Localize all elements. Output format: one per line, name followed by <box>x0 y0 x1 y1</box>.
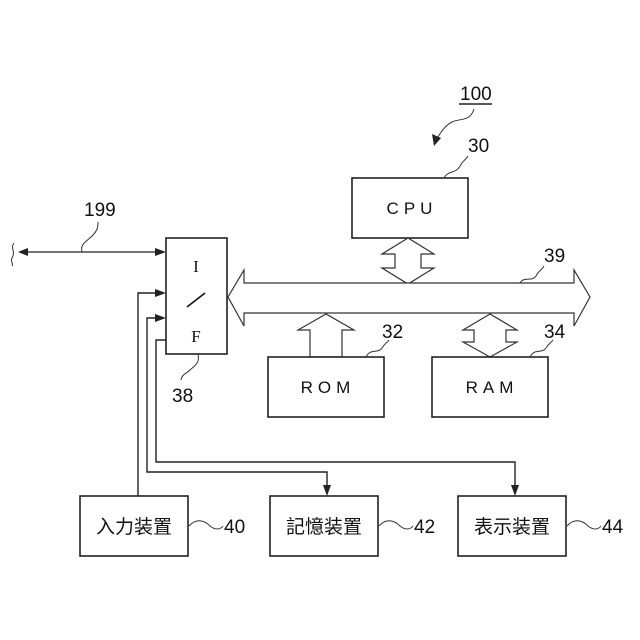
display-device-block: 表示装置 44 <box>458 496 624 556</box>
system-ref-label: 100 <box>460 84 492 105</box>
rom-ref: 32 <box>382 322 403 343</box>
rom-bus-arrow <box>298 314 354 357</box>
interface-to-display-arrowhead <box>511 485 519 496</box>
display-device-leader <box>567 521 601 529</box>
ram-bus-double-arrow <box>463 314 517 357</box>
input-to-interface-line <box>138 293 158 500</box>
storage-device-leader <box>379 521 413 529</box>
storage-device-label: 記憶装置 <box>286 516 362 538</box>
network-leader <box>82 222 98 252</box>
cpu-leader <box>444 156 468 178</box>
interface-label-top: I <box>193 257 199 276</box>
network-arrow-right <box>155 248 166 256</box>
bus-ref: 39 <box>544 246 565 267</box>
input-device-ref: 40 <box>224 517 245 538</box>
cpu-ref: 30 <box>468 136 489 157</box>
display-device-ref: 44 <box>602 517 624 538</box>
cpu-label: CPU <box>387 199 438 218</box>
network-ref: 199 <box>84 200 116 221</box>
ram-ref: 34 <box>544 322 566 343</box>
cpu-bus-double-arrow <box>382 238 434 284</box>
storage-to-interface-arrowhead <box>155 314 166 322</box>
input-arrowhead <box>155 289 166 297</box>
input-device-block: 入力装置 40 <box>80 496 245 556</box>
interface-block: I F 38 <box>166 238 227 407</box>
interface-label-bottom: F <box>191 327 200 346</box>
input-device-leader <box>189 521 223 529</box>
storage-device-block: 記憶装置 42 <box>270 496 435 556</box>
interface-leader <box>181 354 198 380</box>
rom-label: ROM <box>301 378 356 397</box>
interface-ref: 38 <box>172 386 193 407</box>
bus-leader <box>520 266 544 283</box>
display-device-label: 表示装置 <box>474 516 550 538</box>
network-link: 199 <box>11 200 166 266</box>
network-arrow-left <box>18 248 28 256</box>
storage-device-ref: 42 <box>414 517 435 538</box>
network-break-mark <box>11 243 14 266</box>
cpu-block: CPU 30 <box>352 136 489 238</box>
ram-label: RAM <box>466 378 519 397</box>
input-device-label: 入力装置 <box>96 516 172 538</box>
system-ref-arrowhead <box>432 134 441 146</box>
interface-to-storage-arrowhead <box>323 485 331 496</box>
